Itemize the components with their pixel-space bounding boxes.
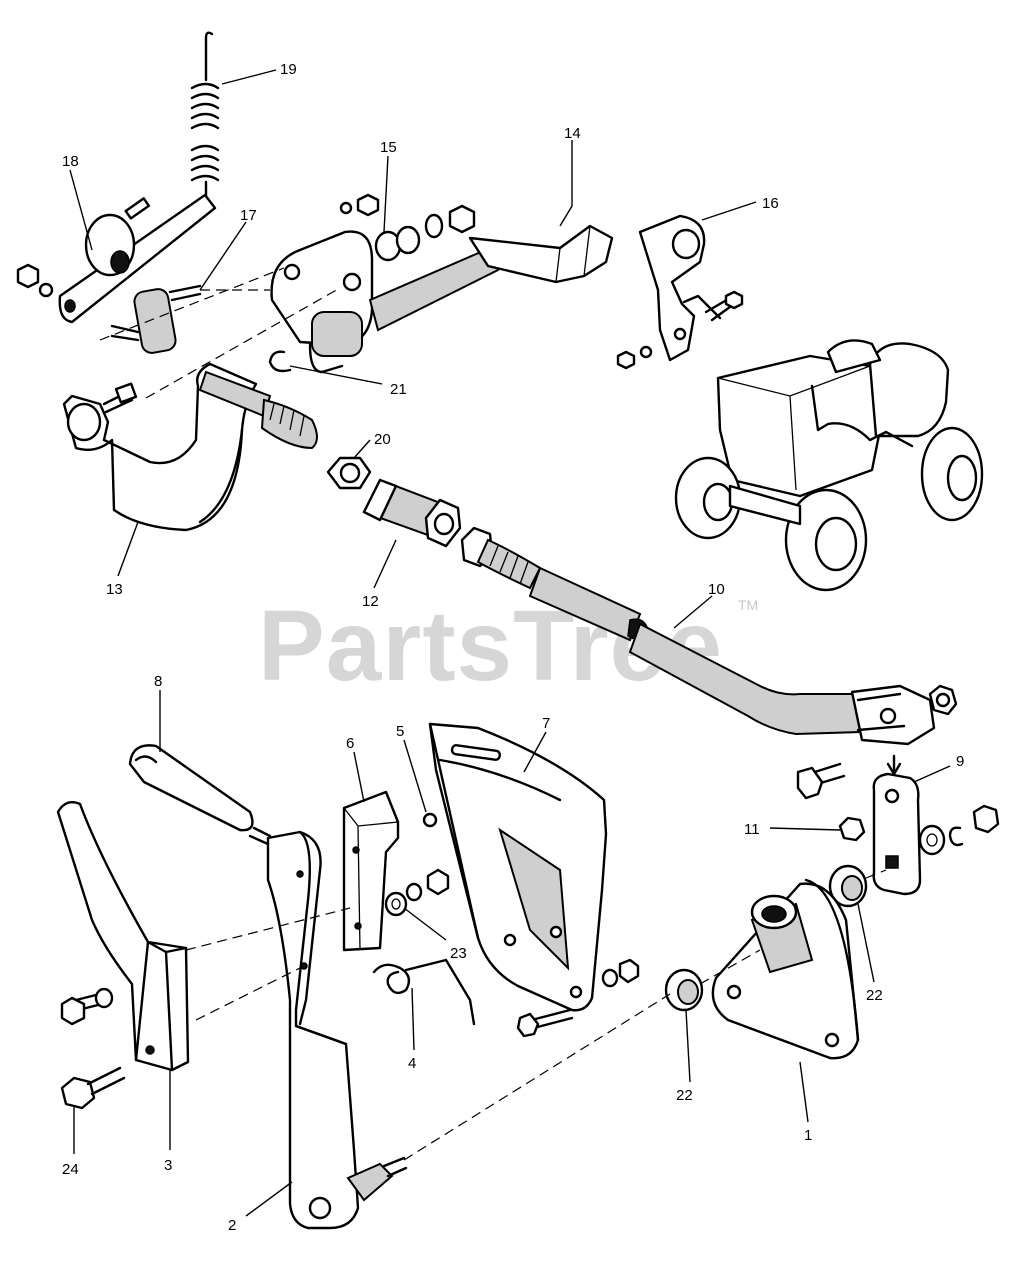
callout-3: 3 — [164, 1157, 172, 1174]
callout-7: 7 — [542, 715, 550, 732]
tractor-illustration — [674, 339, 984, 592]
callout-2: 2 — [228, 1217, 236, 1234]
part-5-ball — [422, 812, 438, 828]
callout-16: 16 — [762, 195, 779, 212]
part-2-arm — [248, 826, 408, 1230]
callout-labels: 19 18 17 15 14 16 21 20 12 13 10 9 11 22… — [62, 61, 964, 1234]
callout-22-left: 22 — [676, 1087, 693, 1104]
part-6-block — [342, 790, 400, 952]
callout-21: 21 — [390, 381, 407, 398]
callout-9: 9 — [956, 753, 964, 770]
leader-lines — [69, 69, 951, 1217]
callout-13: 13 — [106, 581, 123, 598]
part-22-bushing-left — [664, 949, 761, 1012]
part-8-grip — [128, 744, 254, 832]
watermark-trademark: TM — [738, 597, 758, 613]
part-10-rod — [460, 526, 958, 800]
part-16-plate — [616, 214, 744, 370]
part-19-spring — [190, 31, 220, 224]
callout-5: 5 — [396, 723, 404, 740]
part-23-hardware — [384, 868, 450, 917]
callout-12: 12 — [362, 593, 379, 610]
alignment-lines — [99, 267, 671, 1161]
part-22-bushing-right — [828, 864, 887, 908]
part-14-crank-arm — [468, 224, 614, 284]
callout-14: 14 — [564, 125, 581, 142]
callout-1: 1 — [804, 1127, 812, 1144]
callout-10: 10 — [708, 581, 725, 598]
callout-11: 11 — [744, 821, 760, 838]
callout-20: 20 — [374, 431, 391, 448]
callout-8: 8 — [154, 673, 162, 690]
callout-18: 18 — [62, 153, 79, 170]
part-1-plate — [711, 878, 860, 1060]
part-17-pin — [110, 284, 202, 354]
part-4-spring — [372, 958, 476, 1026]
callout-19: 19 — [280, 61, 297, 78]
callout-23: 23 — [450, 945, 467, 962]
part-3-bracket — [56, 801, 190, 1072]
callout-22-right: 22 — [866, 987, 883, 1004]
part-12-coupler — [362, 478, 462, 548]
callout-24: 24 — [62, 1161, 79, 1178]
part-24-bolt — [60, 1066, 126, 1110]
callout-6: 6 — [346, 735, 354, 752]
part-20-nut — [326, 456, 372, 490]
part-13-lever — [62, 362, 318, 532]
callout-15: 15 — [380, 139, 397, 156]
part-11-nut — [838, 816, 866, 842]
part-18-arm — [16, 193, 217, 324]
part-15-washers — [339, 193, 476, 262]
part-7-shield — [428, 722, 640, 1038]
callout-17: 17 — [240, 207, 257, 224]
callout-4: 4 — [408, 1055, 416, 1072]
part-9-link — [872, 754, 1000, 896]
pivot-bracket — [268, 230, 500, 374]
